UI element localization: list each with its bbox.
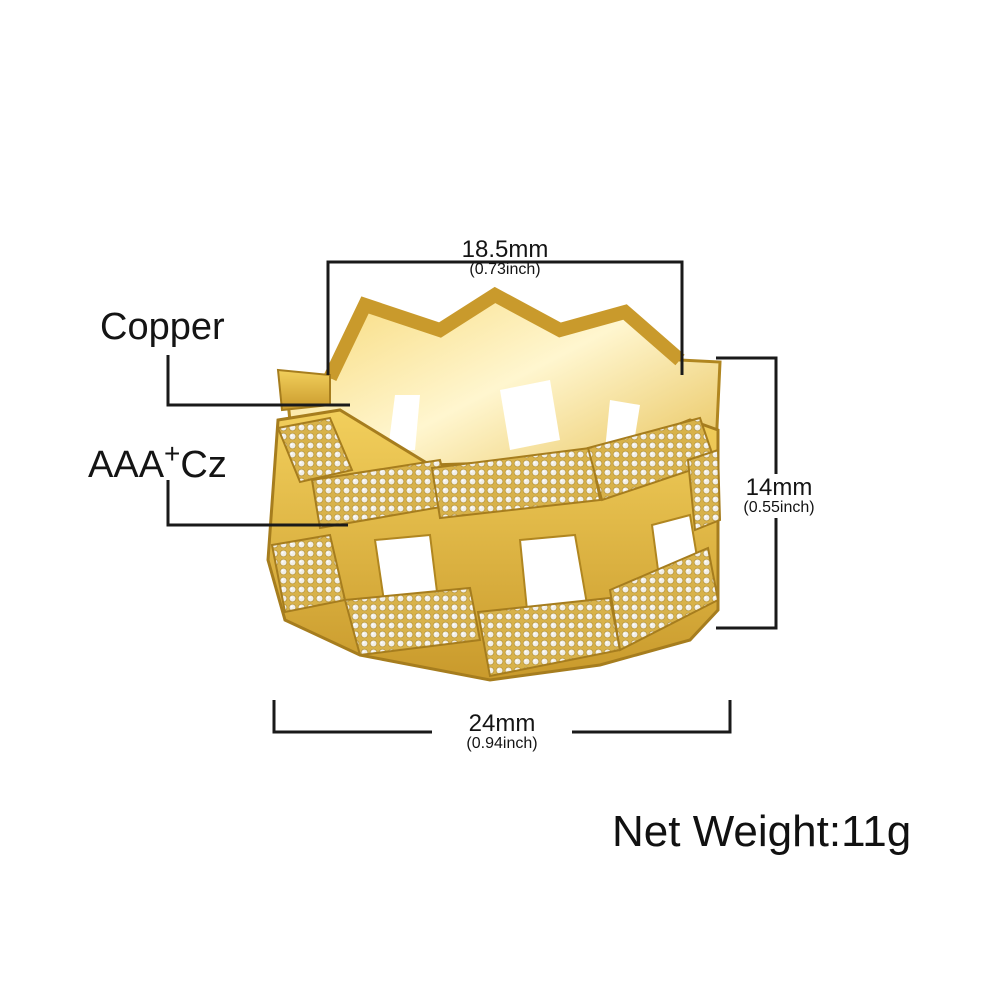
top-width-mm: 18.5mm	[461, 236, 549, 263]
stone-grade: AAA	[88, 444, 165, 486]
material-label-stone: AAA+Cz	[88, 440, 227, 486]
bottom-width-label: 24mm (0.94inch)	[432, 710, 572, 754]
height-label: 14mm (0.55inch)	[726, 474, 832, 518]
material-label-metal: Copper	[100, 306, 225, 348]
top-width-inch: (0.73inch)	[469, 261, 541, 278]
annotation-lines	[166, 260, 778, 734]
stone-link	[276, 416, 354, 484]
top-width-bracket	[326, 260, 684, 375]
ring	[266, 286, 722, 682]
height-inch: (0.55inch)	[743, 499, 815, 516]
net-weight: Net Weight:11g	[612, 807, 912, 856]
stone-callout-line	[166, 480, 348, 527]
stone-plus: +	[164, 438, 181, 469]
stone-link	[686, 448, 722, 532]
stone-type: Cz	[180, 444, 227, 486]
bottom-width-mm: 24mm	[468, 710, 536, 737]
copper-callout-line	[166, 355, 350, 407]
bottom-width-inch: (0.94inch)	[466, 735, 538, 752]
stone-link	[430, 446, 602, 520]
stone-link	[343, 586, 482, 657]
top-width-label: 18.5mm (0.73inch)	[435, 238, 575, 278]
height-mm: 14mm	[745, 474, 813, 501]
ring-opening	[388, 395, 420, 450]
ring-inner-rim	[323, 286, 685, 382]
ring-opening	[500, 380, 560, 450]
stone-link	[608, 546, 720, 652]
